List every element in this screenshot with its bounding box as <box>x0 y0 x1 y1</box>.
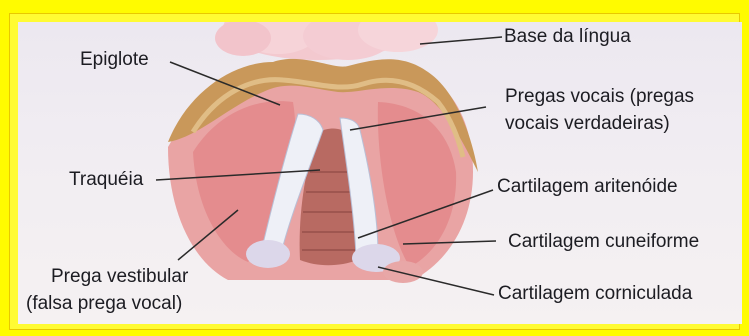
label-base-da-lingua: Base da língua <box>504 26 631 47</box>
label-prega-vestibular-line2: (falsa prega vocal) <box>26 293 182 314</box>
label-cartilagem-corniculada: Cartilagem corniculada <box>498 283 692 304</box>
label-epiglote: Epiglote <box>80 49 149 70</box>
label-cartilagem-aritenoide: Cartilagem aritenóide <box>497 176 678 197</box>
label-pregas-vocais-line1: Pregas vocais (pregas <box>505 86 694 107</box>
label-cartilagem-cuneiforme: Cartilagem cuneiforme <box>508 231 699 252</box>
larynx-illustration: Base da língua Epiglote Pregas vocais (p… <box>18 22 742 324</box>
label-traqueia: Traquéia <box>69 169 143 190</box>
laryngeal-inlet <box>168 59 478 283</box>
label-prega-vestibular-line1: Prega vestibular <box>51 266 188 287</box>
label-pregas-vocais-line2: vocais verdadeiras) <box>505 113 670 134</box>
tongue-base <box>215 22 438 60</box>
